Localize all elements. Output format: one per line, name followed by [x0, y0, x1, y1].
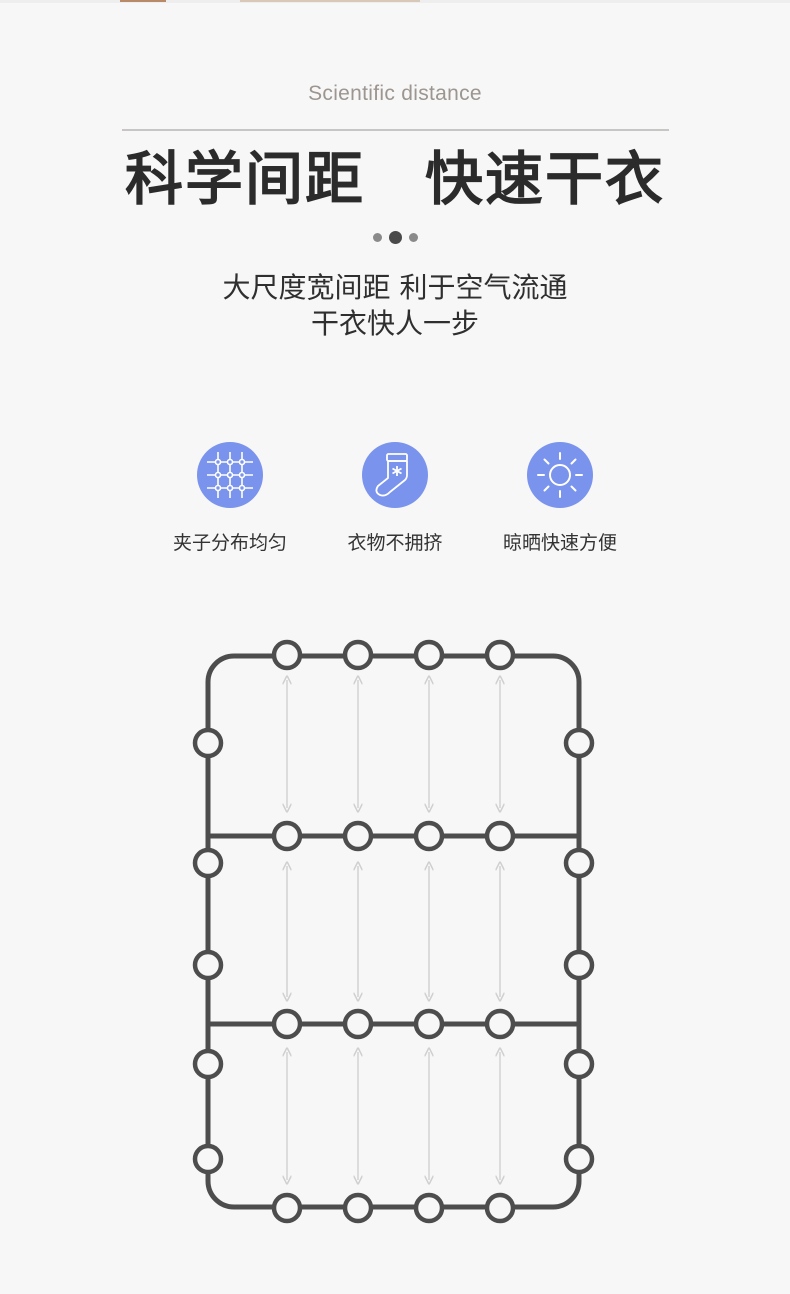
- carousel-dot[interactable]: [372, 233, 382, 242]
- clip-ring: [192, 847, 224, 879]
- clip-ring: [563, 847, 595, 879]
- clip-ring: [484, 1192, 516, 1224]
- clip-ring: [413, 639, 445, 671]
- carousel-dots: [0, 231, 790, 244]
- clip-ring: [563, 1143, 595, 1175]
- feature-item: 晾晒快速方便: [475, 442, 645, 555]
- clip-ring: [271, 1192, 303, 1224]
- clip-ring: [192, 1048, 224, 1080]
- top-accent: [240, 0, 420, 2]
- description-line: 干衣快人一步: [310, 307, 479, 340]
- clip-ring: [484, 639, 516, 671]
- clip-ring: [342, 1008, 374, 1040]
- feature-list: 夹子分布均匀 衣物不拥挤: [0, 442, 790, 572]
- clip-ring: [192, 949, 224, 981]
- clip-ring: [484, 1008, 516, 1040]
- feature-label: 晾晒快速方便: [502, 532, 617, 554]
- clip-ring: [342, 820, 374, 852]
- clip-ring: [271, 820, 303, 852]
- clip-ring: [563, 949, 595, 981]
- clip-ring: [271, 1008, 303, 1040]
- divider-rule: [122, 129, 669, 131]
- feature-item: 衣物不拥挤: [310, 442, 480, 555]
- clip-ring: [342, 639, 374, 671]
- spacing-arrows: [287, 680, 500, 1180]
- description: 大尺度宽间距 利于空气流通 干衣快人一步: [0, 270, 790, 342]
- clip-ring: [271, 639, 303, 671]
- clip-ring: [342, 1192, 374, 1224]
- clip-ring: [413, 1008, 445, 1040]
- feature-label: 衣物不拥挤: [347, 532, 443, 554]
- top-strip: [0, 0, 790, 3]
- sun-icon: [527, 442, 593, 508]
- clip-ring: [413, 820, 445, 852]
- clip-ring: [413, 1192, 445, 1224]
- feature-item: 夹子分布均匀: [145, 442, 315, 555]
- clip-ring: [563, 727, 595, 759]
- clip-ring: [192, 1143, 224, 1175]
- clip-ring: [563, 1048, 595, 1080]
- grid-clips-icon: [197, 442, 263, 508]
- page-title: 科学间距 快速干衣: [124, 145, 665, 213]
- sock-icon: [362, 442, 428, 508]
- clip-ring: [484, 820, 516, 852]
- rack-frame: [205, 653, 582, 1210]
- carousel-dot[interactable]: [408, 233, 418, 242]
- carousel-dot-active[interactable]: [388, 231, 402, 244]
- subtitle: Scientific distance: [308, 82, 482, 105]
- clips: [192, 639, 595, 1224]
- top-accent: [120, 0, 166, 2]
- clip-ring: [192, 727, 224, 759]
- feature-label: 夹子分布均匀: [172, 532, 287, 554]
- description-line: 大尺度宽间距 利于空气流通: [222, 271, 568, 304]
